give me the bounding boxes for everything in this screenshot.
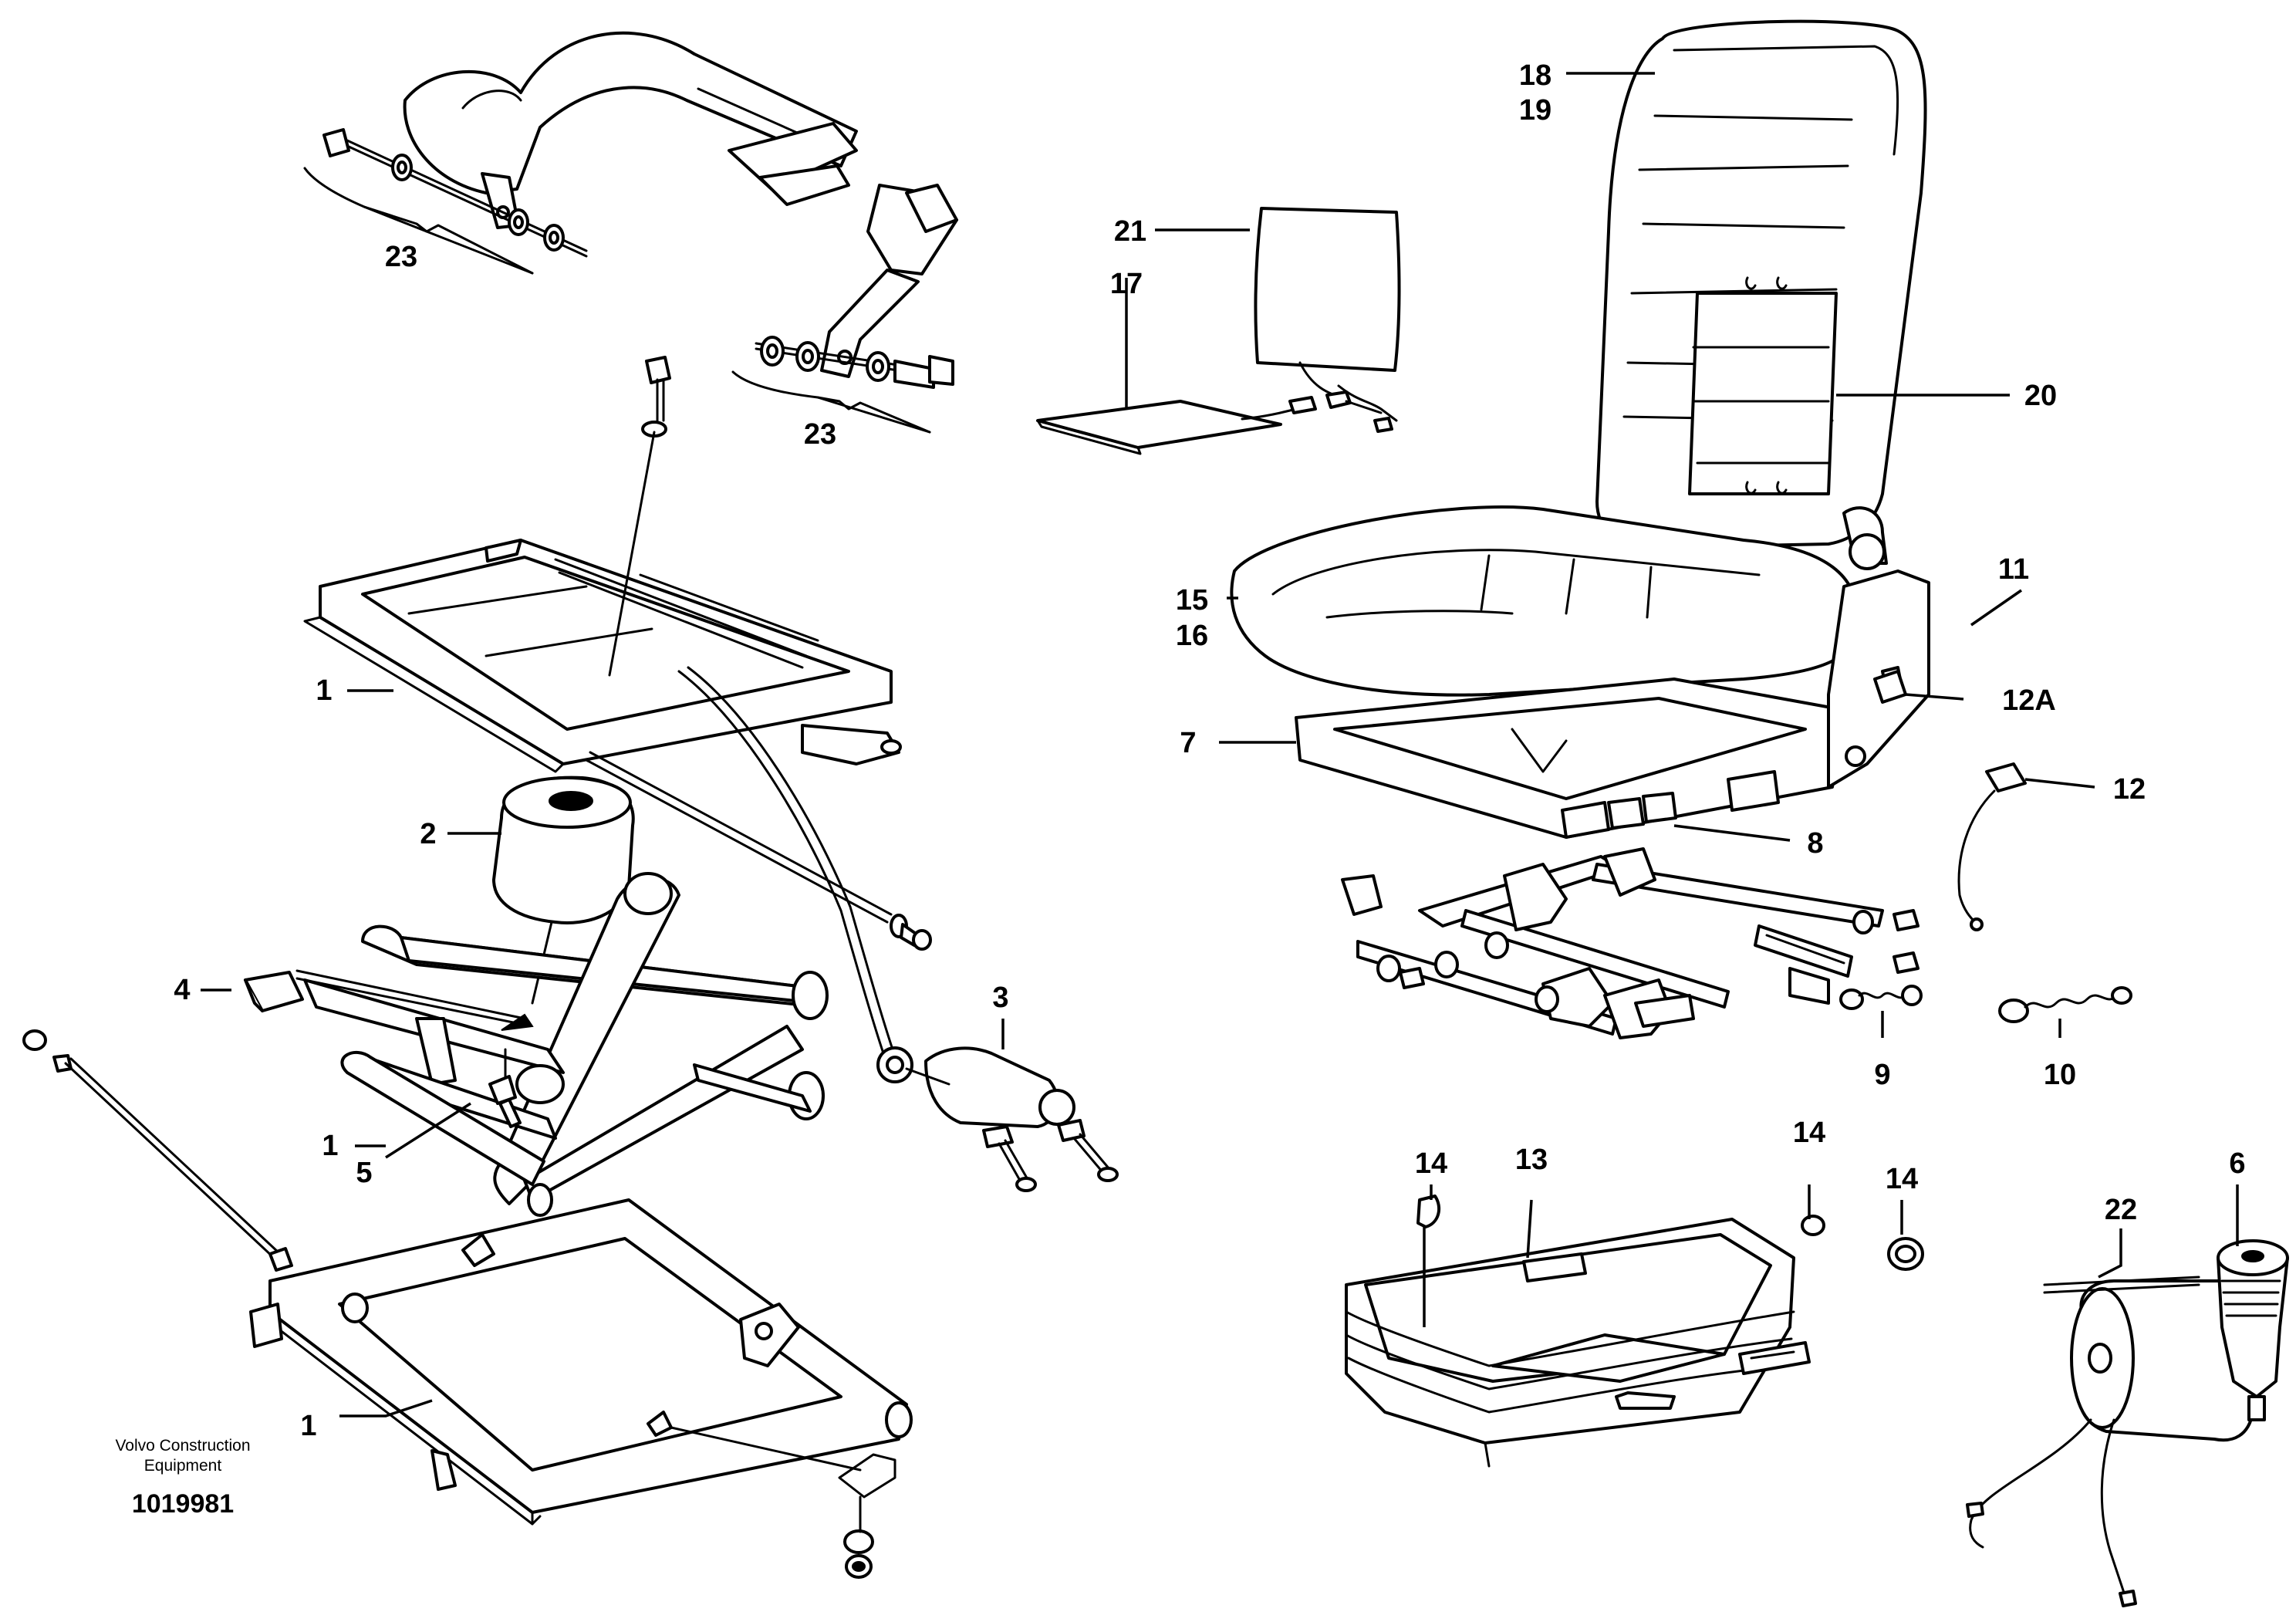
backrest-heating-pad [1254,207,1401,422]
seat-belt-retractor [403,31,858,229]
callout-4: 4 [174,974,190,1006]
seat-belt-buckle [820,184,958,378]
company-name-line2: Equipment [144,1457,222,1475]
document-number: 1019981 [132,1489,234,1519]
callout-23-bottom: 23 [804,418,836,451]
seat-pan [1295,569,1930,839]
callout-16: 16 [1176,620,1208,652]
tension-spring-large [1998,986,2132,1023]
callout-15: 15 [1176,584,1208,617]
control-cable [677,666,894,1055]
slide-rail-mechanism [1341,847,1920,1039]
callout-12: 12 [2113,773,2146,806]
height-valve [244,969,534,1031]
suspension-base-frame [249,1198,913,1579]
lower-rod [22,1029,293,1272]
heater-switch [1957,762,2027,931]
heating-pad-connectors [1288,390,1393,433]
scissor-mechanism [303,872,829,1217]
clip-parts [1416,1195,1924,1271]
backrest [1595,19,1927,570]
valve-fitting [488,1048,522,1128]
switch-panel [1561,770,1780,839]
callout-18: 18 [1519,59,1551,92]
callout-23-top: 23 [385,241,417,273]
company-name-line1: Volvo Construction [115,1437,250,1455]
callout-1-top: 1 [316,674,332,707]
fore-aft-switch [1873,670,1907,704]
callout-8: 8 [1807,827,1823,860]
callout-21: 21 [1114,215,1146,248]
callout-7: 7 [1180,727,1196,759]
callout-19: 19 [1519,94,1551,127]
callout-14-left: 14 [1415,1147,1447,1180]
callout-labels: 1 1 1 2 3 4 5 6 7 8 9 10 11 12 12A 13 14… [174,59,2245,1442]
callout-10: 10 [2044,1059,2076,1091]
suspension-top-frame [303,539,902,773]
seat-heating-pad [1036,400,1298,455]
top-frame-bolt [608,356,671,677]
retractor-bolt-set [303,128,588,275]
callout-9: 9 [1874,1059,1890,1091]
callout-11: 11 [1998,553,2029,586]
callout-20: 20 [2024,380,2057,412]
leader-lines [201,72,2239,1418]
callout-1-middle: 1 [322,1130,338,1162]
tension-spring-small [1839,985,1923,1010]
callout-17: 17 [1110,268,1143,300]
shock-absorber [876,1046,1119,1192]
air-compressor [1966,1239,2289,1607]
callout-12a: 12A [2002,684,2056,717]
callout-2: 2 [420,818,436,850]
buckle-bolt-set [731,336,954,434]
air-spring [492,776,635,1005]
callout-14-middle: 14 [1793,1117,1825,1149]
suspension-bellows [1345,1218,1811,1468]
callout-14-right: 14 [1886,1163,1918,1195]
callout-5: 5 [356,1157,372,1189]
callout-22: 22 [2105,1194,2137,1226]
callout-3: 3 [992,982,1008,1014]
callout-1-bottom: 1 [300,1410,316,1442]
callout-13: 13 [1515,1144,1548,1176]
callout-6: 6 [2229,1147,2245,1180]
publisher-imprint: Volvo Construction Equipment 1019981 [115,1437,250,1519]
upper-rod [585,751,932,951]
